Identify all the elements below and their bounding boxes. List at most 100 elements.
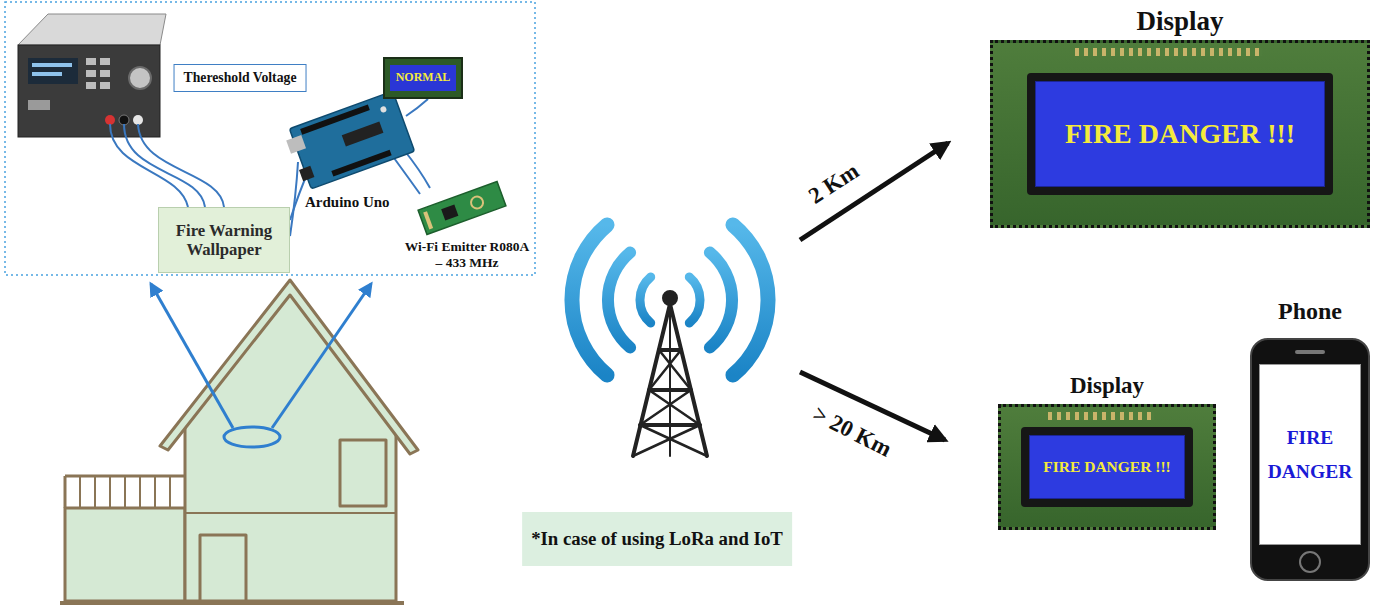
arduino-board [289,91,414,189]
power-supply [32,63,72,67]
lcd-bezel: FIRE DANGER !!! [1027,73,1333,195]
lcd-display: DisplayFIRE DANGER !!! [990,40,1370,228]
pointer-arrow [272,284,371,428]
arduino-board [331,150,391,177]
house [139,476,141,508]
dotted-panel [5,2,535,275]
heading: Display [1136,7,1223,37]
pin-header [1075,48,1262,56]
radio-waves [608,253,630,348]
power-supply [100,58,110,65]
house [109,476,111,508]
house [124,476,126,508]
power-supply [18,14,166,45]
heading: Display [1070,373,1144,398]
radio-tower [659,348,681,352]
power-supply [100,82,110,89]
radio-tower [669,304,671,456]
node-text: Thereshold Voltage [184,70,297,86]
lcd-screen: FIRE DANGER !!! [1035,81,1325,187]
house [64,476,67,508]
sensor-area [224,427,280,447]
arduino-board [342,122,384,147]
radio-tower [633,304,670,456]
radio-waves [733,225,768,375]
node-text: Fire Warning Wallpaper [165,221,283,259]
wire [406,99,428,116]
node-text: *In case of using LoRa and IoT [531,528,783,550]
power-supply [105,115,115,125]
radio-tower [664,292,676,304]
power-supply [129,67,151,89]
house [60,280,418,603]
power-supply [86,70,96,77]
house [200,535,246,601]
lcd-display: NORMAL [383,57,463,99]
power-supply [28,58,78,84]
radio-tower [649,388,691,392]
phone-speaker [1295,350,1325,354]
radio-tower [649,390,700,425]
node-text: FIRE DANGER !!! [1043,458,1170,476]
radio-tower [633,425,700,456]
radio-waves [640,277,651,323]
power-supply [119,115,129,125]
pointer-arrow [151,284,233,428]
radio-tower [649,350,681,390]
arduino-board [283,91,415,191]
radio-tower [640,423,700,427]
range-arrow [800,143,948,240]
wire [138,124,224,207]
radio-tower [640,425,707,456]
node-text: FIRE DANGER [1264,421,1356,488]
part-label: Wi-Fi Emitter R080A – 433 MHz [404,239,530,270]
power-supply [86,58,96,65]
house [154,476,156,508]
wifi-module [418,181,506,234]
distance-label: 2 Km [804,158,864,210]
power-supply [133,115,143,125]
arduino-board [380,106,388,114]
power-supply [18,14,166,137]
pin-header [1048,412,1154,420]
node-text: FIRE DANGER !!! [1065,118,1295,150]
radio-tower [670,304,707,456]
power-supply [28,100,50,110]
house [79,476,81,508]
lcd-screen: FIRE DANGER !!! [1029,435,1186,499]
wifi-module [423,211,433,229]
house [185,290,396,601]
wifi-module [418,181,506,234]
radio-waves [710,253,732,348]
house [185,512,396,514]
wifi-module [441,204,458,220]
part-label: Arduino Uno [305,194,390,211]
wire [124,124,205,207]
threshold-box: Thereshold Voltage [174,64,307,92]
radio-tower [640,390,691,425]
wire [404,150,430,188]
radio-waves [689,277,700,323]
wire [394,158,420,194]
phone-screen: FIRE DANGER [1259,364,1361,545]
house [94,476,96,508]
wifi-module [469,195,484,210]
wire [290,162,298,236]
house [169,476,171,508]
house [340,440,386,506]
note-box: *In case of using LoRa and IoT [522,512,792,566]
radio-waves [572,225,607,375]
radio-tower [633,292,707,456]
heading: Phone [1278,298,1342,324]
house [60,601,404,605]
power-supply [100,70,110,77]
house [65,508,185,601]
power-supply [18,45,160,137]
lcd-display: DisplayFIRE DANGER !!! [998,404,1216,530]
power-supply [32,72,62,76]
lcd-bezel: FIRE DANGER !!! [1021,427,1194,507]
power-supply [86,82,96,89]
lcd-screen: NORMAL [390,65,456,91]
phone-button [1299,551,1321,573]
wire [110,124,188,207]
